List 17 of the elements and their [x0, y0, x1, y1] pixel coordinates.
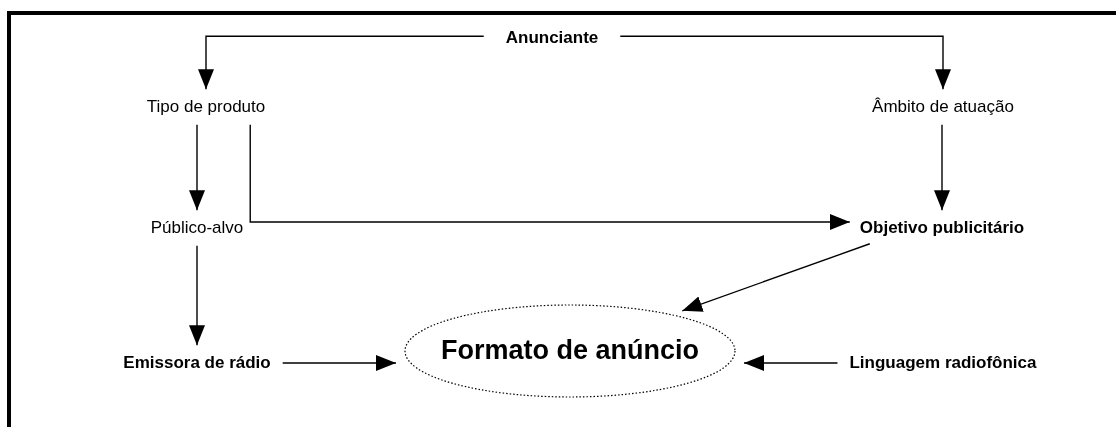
node-label: Linguagem radiofônica — [849, 353, 1037, 373]
node-label: Âmbito de atuação — [872, 97, 1014, 117]
arrow — [619, 35, 951, 90]
arrow — [198, 35, 485, 90]
node-label: Público-alvo — [150, 218, 244, 238]
arrow — [282, 355, 397, 371]
arrow — [249, 124, 851, 230]
arrow — [934, 124, 950, 211]
arrow — [681, 243, 871, 312]
node-label: Anunciante — [505, 28, 599, 48]
arrow — [743, 355, 839, 371]
node-label: Emissora de rádio — [123, 353, 271, 373]
arrow — [189, 124, 205, 211]
node-label: Tipo de produto — [146, 97, 266, 117]
node-label: Objetivo publicitário — [859, 218, 1025, 238]
node-label: Formato de anúncio — [441, 335, 699, 367]
arrow — [189, 245, 205, 346]
